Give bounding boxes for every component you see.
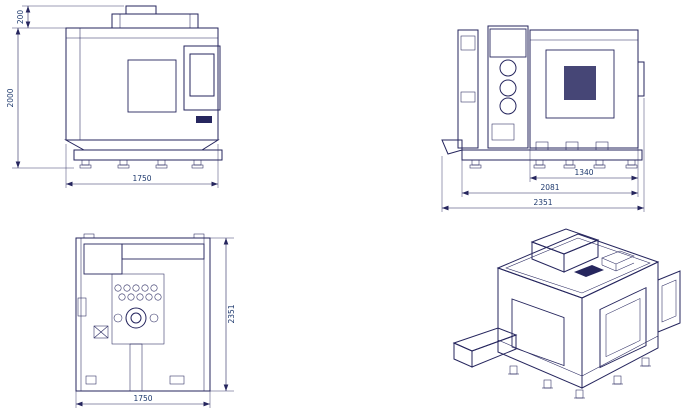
- dim-label-overall-height: 2000: [6, 88, 15, 107]
- side-view-drawing: 1340 2081 2351: [441, 25, 645, 212]
- isometric-machine: [452, 228, 681, 399]
- center-column-top: [129, 343, 143, 392]
- iso-top-small-box: [601, 250, 635, 265]
- iso-side-cabinet: [657, 270, 681, 333]
- top-view-machine: [75, 233, 211, 392]
- ventilation-grille-front: [127, 59, 177, 113]
- machine-outline-top: [75, 237, 211, 392]
- spindle-circle-outer: [125, 307, 147, 329]
- ventilation-grille-side: [545, 49, 615, 119]
- door-window-front: [189, 53, 215, 97]
- dim-label-front-width: 1750: [132, 174, 151, 183]
- dim-label-top-height: 200: [16, 10, 25, 25]
- spindle-column-side: [487, 25, 529, 149]
- front-view-machine: [64, 5, 223, 169]
- front-view-dimensions: 200 2000 1750: [6, 5, 219, 188]
- motor-circle-2: [499, 79, 517, 97]
- column-hatch-panel: [489, 28, 527, 58]
- machine-base-plate-side: [461, 149, 643, 161]
- iso-chip-tray: [452, 327, 518, 368]
- iso-head-side: [563, 239, 599, 273]
- iso-front-grille: [511, 298, 565, 367]
- side-view-machine: [441, 25, 645, 169]
- chip-conveyor-wedge: [441, 139, 463, 155]
- spindle-circle-inner: [130, 312, 142, 324]
- perforated-panel-top: [121, 243, 205, 260]
- dim-label-base-width: 2081: [540, 183, 559, 192]
- machine-head-cover: [111, 13, 199, 29]
- side-view-dimensions: 1340 2081 2351: [441, 98, 645, 212]
- grille-dark-panel: [564, 66, 596, 100]
- motor-circle-1: [499, 59, 517, 77]
- rear-column: [457, 29, 479, 149]
- leveling-feet-side: [469, 159, 638, 169]
- motor-circle-3: [499, 97, 517, 115]
- tool-magazine-pockets: [114, 284, 162, 301]
- spindle-top-cap: [125, 5, 157, 15]
- grille-top-view: [83, 243, 123, 275]
- iso-right-face: [581, 261, 659, 389]
- spindle-housing-top: [111, 273, 165, 345]
- machine-body-front: [65, 27, 219, 141]
- iso-top-slot: [574, 265, 604, 277]
- top-view-drawing: 2351 1750: [75, 233, 236, 408]
- front-view-drawing: 200 2000 1750: [6, 5, 223, 188]
- dim-label-top-width: 1750: [133, 394, 152, 403]
- top-view-dimensions: 2351 1750: [75, 237, 236, 408]
- machine-base-plate-front: [73, 149, 223, 161]
- crossed-box: [93, 325, 109, 339]
- brand-badge: [196, 116, 212, 123]
- iso-front-face: [497, 267, 583, 389]
- dim-label-body-width: 1340: [574, 168, 593, 177]
- iso-side-door: [599, 286, 647, 369]
- iso-leveling-feet: [508, 357, 651, 399]
- machine-base-taper: [64, 139, 220, 151]
- side-door-edge: [637, 61, 645, 97]
- dim-label-overall-depth: 2351: [227, 304, 236, 323]
- operator-door-front: [183, 45, 221, 111]
- dim-label-overall-width-side: 2351: [533, 198, 552, 207]
- isometric-view-drawing: [452, 228, 681, 399]
- leveling-feet-front: [79, 159, 204, 169]
